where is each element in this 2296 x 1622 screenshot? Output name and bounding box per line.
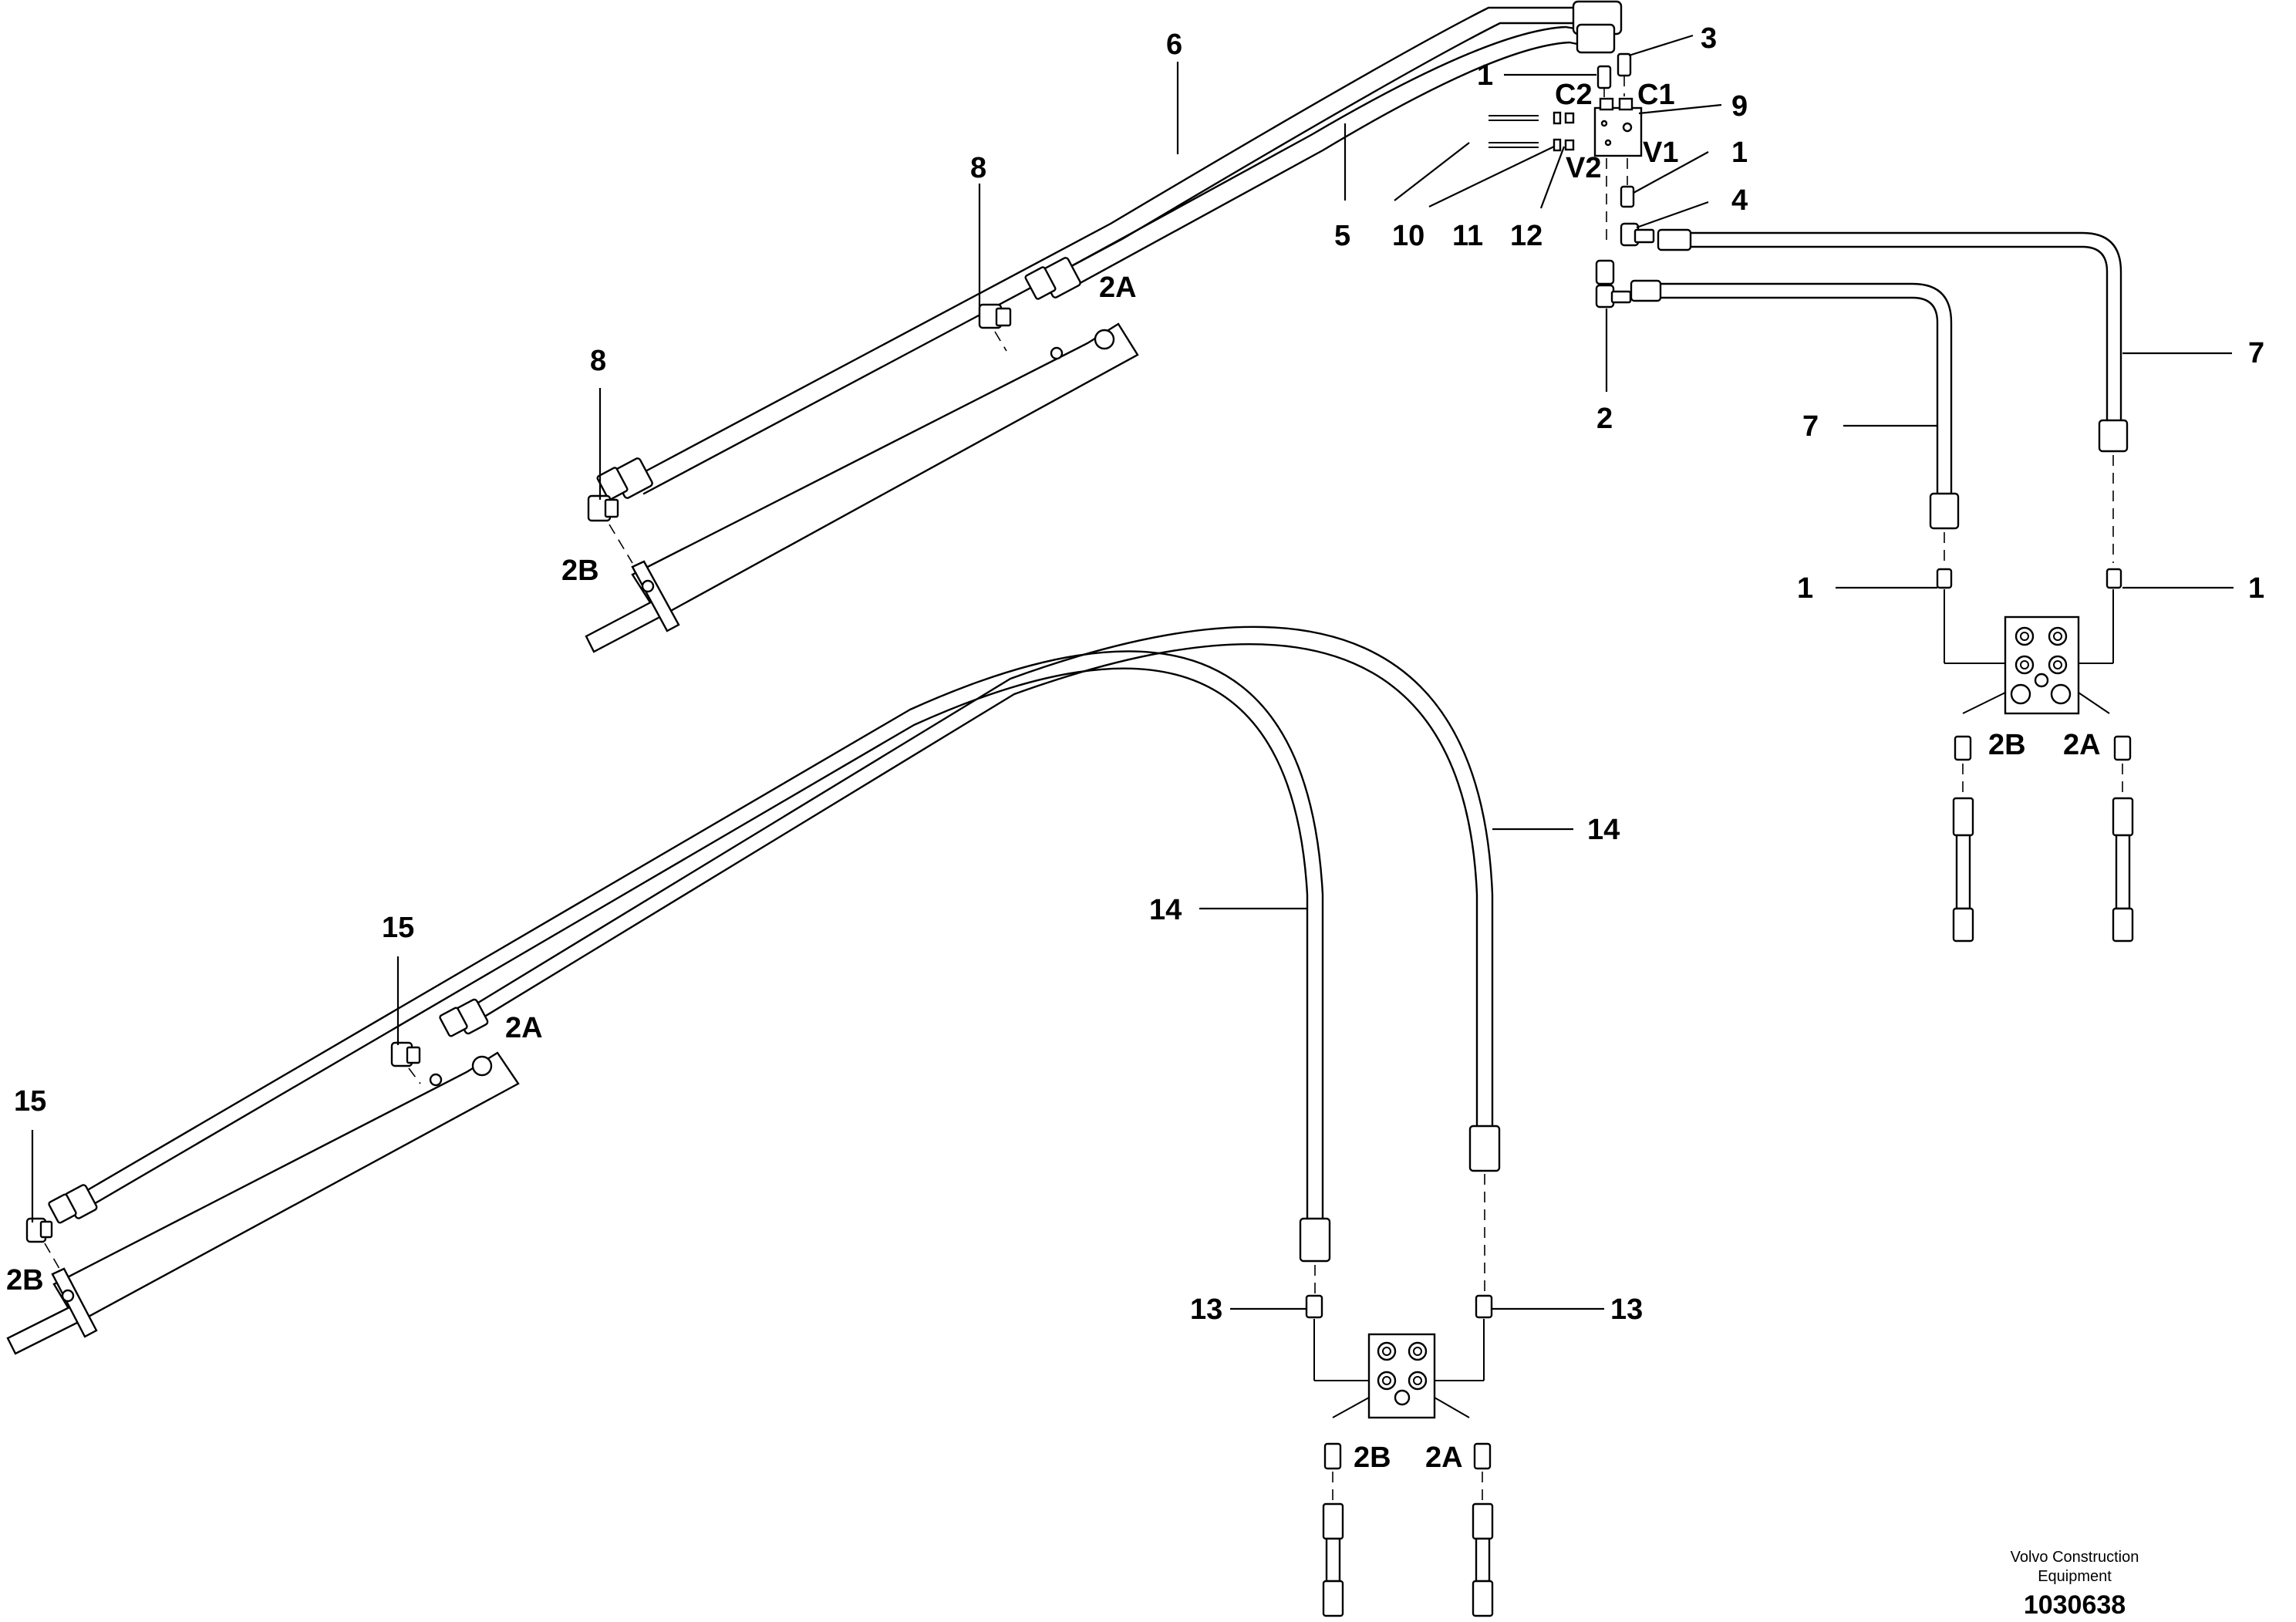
adapter-13-right xyxy=(1475,1294,1493,1319)
hose-7-inner xyxy=(1630,279,1960,563)
label-6: 6 xyxy=(1166,29,1182,61)
label-15-base: 15 xyxy=(14,1085,46,1118)
label-1-left: 1 xyxy=(1797,572,1813,605)
elbow-fitting-8-rod xyxy=(978,303,1012,352)
label-7-inner: 7 xyxy=(1802,410,1819,443)
top-assembly xyxy=(585,0,2134,943)
hose-5-cylinder-fitting xyxy=(1024,257,1081,300)
label-1-middle: 1 xyxy=(1731,137,1748,169)
company-name-line1: Volvo Construction xyxy=(2011,1549,2139,1566)
label-2a-top: 2A xyxy=(1099,271,1137,304)
hose-5-end-fitting xyxy=(1576,23,1616,54)
hose-14-cylinder-fitting-rod xyxy=(439,998,489,1037)
elbow-2 xyxy=(1595,259,1632,309)
label-13-right: 13 xyxy=(1610,1293,1643,1326)
hose-14-cylinder-fitting-base xyxy=(48,1184,98,1224)
hose-14-inner xyxy=(83,650,1331,1296)
label-c1: C1 xyxy=(1637,79,1675,111)
label-1-top: 1 xyxy=(1477,59,1493,92)
label-14-inner: 14 xyxy=(1149,894,1182,926)
label-2a-bottom: 2A xyxy=(505,1012,543,1044)
elbow-fitting-8-base xyxy=(587,494,633,564)
label-4: 4 xyxy=(1731,184,1748,217)
hose-5 xyxy=(1063,25,1590,287)
footer: Volvo Construction Equipment 1030638 xyxy=(2011,1549,2139,1620)
document-number: 1030638 xyxy=(2024,1590,2126,1620)
control-valve-block-right xyxy=(1944,589,2134,943)
label-2a-block: 2A xyxy=(1425,1442,1463,1474)
label-2b-bottom: 2B xyxy=(6,1264,44,1297)
company-name-line2: Equipment xyxy=(2038,1568,2112,1585)
label-2b-right: 2B xyxy=(1988,729,2026,761)
adapter-13-left xyxy=(1305,1294,1323,1319)
leader-lines xyxy=(31,34,2234,1310)
label-3: 3 xyxy=(1701,22,1717,55)
adapter-1-top xyxy=(1596,65,1612,97)
label-2: 2 xyxy=(1596,403,1613,435)
label-1-right: 1 xyxy=(2248,572,2264,605)
label-8-rod: 8 xyxy=(970,152,986,184)
part-labels: 3 1 C2 C1 9 6 V1 1 V2 10 11 12 5 4 8 2A … xyxy=(6,22,2264,1474)
label-15-rod: 15 xyxy=(382,912,414,944)
label-2b-top: 2B xyxy=(561,555,599,587)
valve-block-9 xyxy=(1593,97,1643,247)
label-13-left: 13 xyxy=(1190,1293,1222,1326)
label-10: 10 xyxy=(1392,220,1424,252)
label-8-base: 8 xyxy=(590,345,606,377)
label-2b-block: 2B xyxy=(1354,1442,1391,1474)
elbow-4 xyxy=(1620,222,1655,247)
hydraulic-cylinder-bottom xyxy=(6,1051,520,1355)
adapter-1-left xyxy=(1936,568,1953,589)
elbow-fitting-15-base xyxy=(25,1217,62,1273)
adapter-1-right xyxy=(2106,568,2122,589)
hose-14-outer xyxy=(477,626,1501,1296)
bolt-10-set xyxy=(1489,111,1575,152)
hose-7-outer xyxy=(1657,228,2129,563)
hose-6-cylinder-fitting xyxy=(596,457,653,501)
bottom-assembly xyxy=(6,626,1501,1617)
label-12: 12 xyxy=(1510,220,1542,252)
hydraulic-cylinder-top xyxy=(585,322,1139,653)
label-5: 5 xyxy=(1334,220,1350,252)
label-11: 11 xyxy=(1452,220,1483,252)
adapter-3 xyxy=(1617,52,1632,96)
adapter-1-middle xyxy=(1620,158,1635,208)
label-7-outer: 7 xyxy=(2248,337,2264,369)
label-v1: V1 xyxy=(1643,137,1678,169)
control-valve-block-bottom xyxy=(1313,1319,1494,1617)
hose-6 xyxy=(631,6,1590,495)
label-14-outer: 14 xyxy=(1587,814,1620,846)
label-2a-right: 2A xyxy=(2063,729,2101,761)
label-9: 9 xyxy=(1731,90,1748,123)
label-c2: C2 xyxy=(1555,79,1593,111)
elbow-fitting-15-rod xyxy=(390,1041,421,1084)
label-v2: V2 xyxy=(1566,152,1601,184)
